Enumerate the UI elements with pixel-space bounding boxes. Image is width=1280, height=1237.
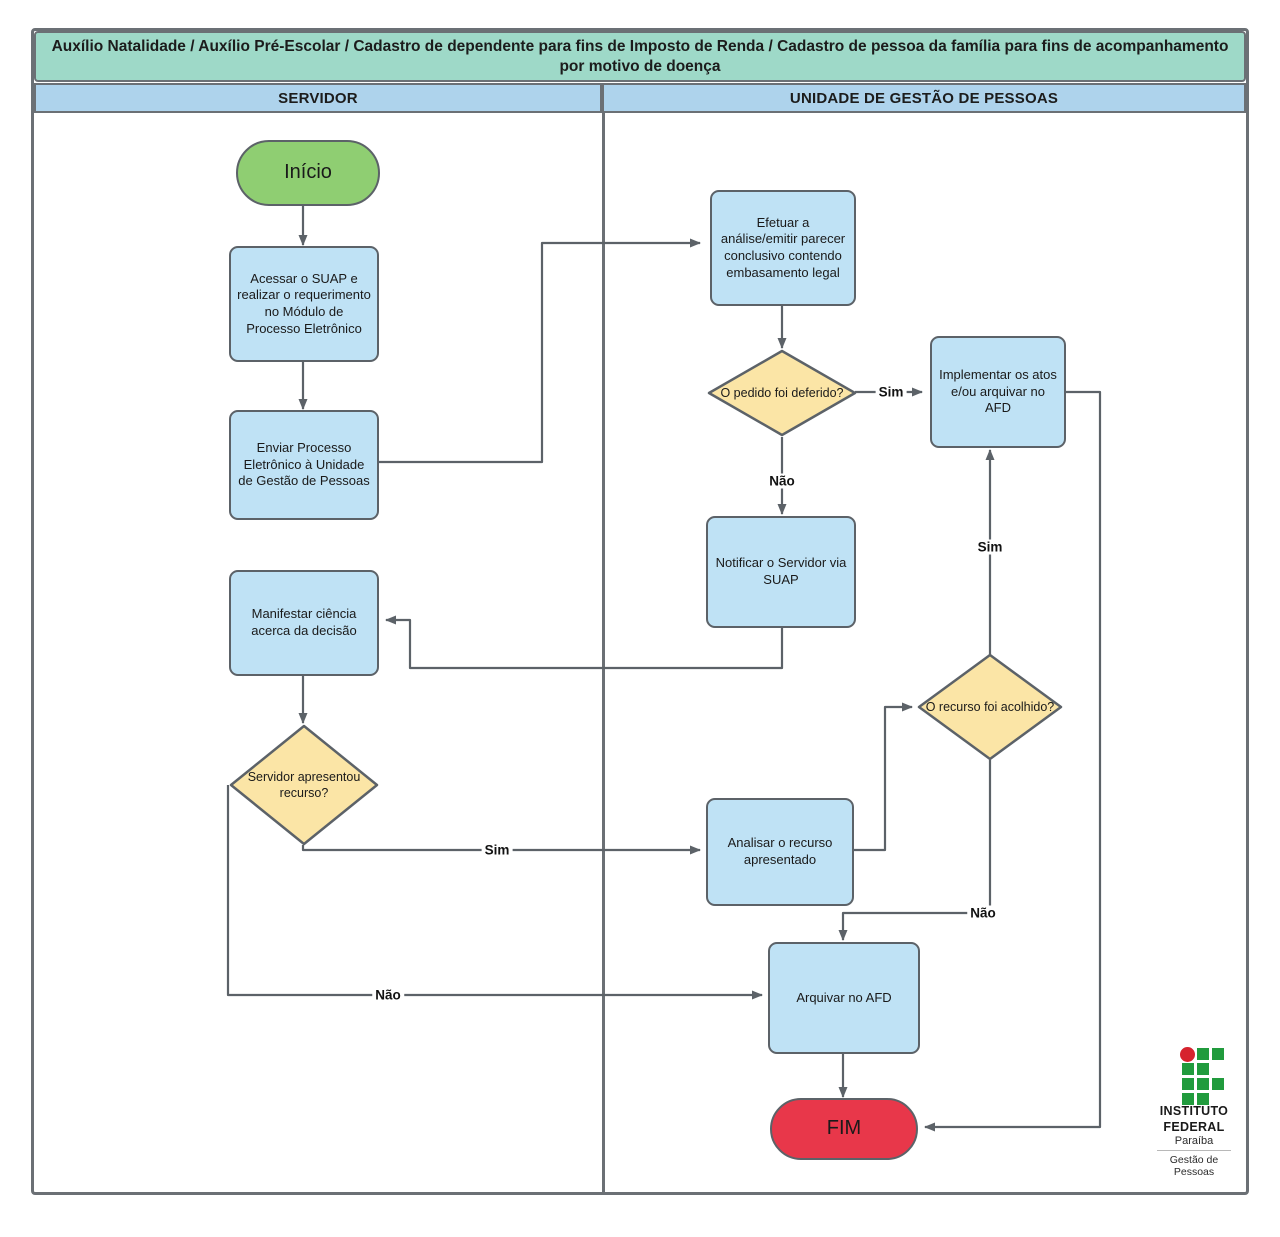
node-analisar-recurso[interactable]: Analisar o recurso apresentado	[706, 798, 854, 906]
logo-line-paraiba: Paraíba	[1174, 1134, 1214, 1147]
node-servidor-apresentou-recurso[interactable]: Servidor apresentou recurso?	[228, 723, 380, 847]
logo-line-federal: FEDERAL	[1163, 1119, 1225, 1134]
node-fim[interactable]: FIM	[770, 1098, 918, 1160]
node-acessar-suap[interactable]: Acessar o SUAP e realizar o requerimento…	[229, 246, 379, 362]
diamond-shape	[917, 653, 1063, 761]
edge-label-servidor-sim: Sim	[481, 842, 513, 858]
node-notificar-servidor[interactable]: Notificar o Servidor via SUAP	[706, 516, 856, 628]
node-enviar-processo[interactable]: Enviar Processo Eletrônico à Unidade de …	[229, 410, 379, 520]
edge-label-pedido-nao: Não	[766, 473, 798, 489]
node-efetuar-analise[interactable]: Efetuar a análise/emitir parecer conclus…	[710, 190, 856, 306]
node-inicio[interactable]: Início	[236, 140, 380, 206]
logo-divider	[1157, 1149, 1231, 1151]
logo-square-icon	[1197, 1093, 1209, 1105]
logo-unit-line1: Gestão de	[1169, 1153, 1219, 1166]
logo-square-icon	[1182, 1078, 1194, 1090]
lane-header-unidade-gestao-pessoas: UNIDADE DE GESTÃO DE PESSOAS	[602, 83, 1246, 113]
diagram-title: Auxílio Natalidade / Auxílio Pré-Escolar…	[34, 31, 1246, 82]
ifpb-logo: INSTITUTO FEDERAL Paraíba Gestão de Pess…	[1148, 1046, 1240, 1178]
node-label: O pedido foi deferido?	[720, 385, 844, 400]
diagram-frame	[31, 28, 1249, 1195]
node-pedido-foi-deferido[interactable]: O pedido foi deferido?	[706, 348, 858, 438]
logo-red-dot-icon	[1180, 1047, 1195, 1062]
edge-label-acolhido-sim: Sim	[974, 539, 1006, 555]
logo-square-icon	[1182, 1063, 1194, 1075]
lane-header-servidor: SERVIDOR	[34, 83, 602, 113]
logo-square-icon	[1197, 1048, 1209, 1060]
node-recurso-foi-acolhido[interactable]: O recurso foi acolhido?	[916, 652, 1064, 762]
diamond-shape	[707, 349, 857, 437]
lane-divider	[602, 113, 605, 1195]
logo-square-icon	[1212, 1048, 1224, 1060]
logo-square-icon	[1212, 1078, 1224, 1090]
ifpb-logo-mark	[1164, 1046, 1224, 1105]
node-implementar-atos[interactable]: Implementar os atos e/ou arquivar no AFD	[930, 336, 1066, 448]
edge-label-servidor-nao: Não	[372, 987, 404, 1003]
logo-square-icon	[1182, 1093, 1194, 1105]
node-label: O recurso foi acolhido?	[925, 699, 1055, 714]
logo-square-icon	[1197, 1078, 1209, 1090]
logo-unit-line2: Pessoas	[1173, 1165, 1215, 1178]
node-arquivar-afd[interactable]: Arquivar no AFD	[768, 942, 920, 1054]
node-label: Servidor apresentou recurso?	[247, 769, 361, 800]
edge-label-pedido-sim: Sim	[875, 384, 907, 400]
edge-label-acolhido-nao: Não	[967, 905, 999, 921]
node-manifestar-ciencia[interactable]: Manifestar ciência acerca da decisão	[229, 570, 379, 676]
logo-line-instituto: INSTITUTO	[1159, 1104, 1229, 1118]
logo-square-icon	[1197, 1063, 1209, 1075]
diamond-shape	[229, 724, 379, 846]
